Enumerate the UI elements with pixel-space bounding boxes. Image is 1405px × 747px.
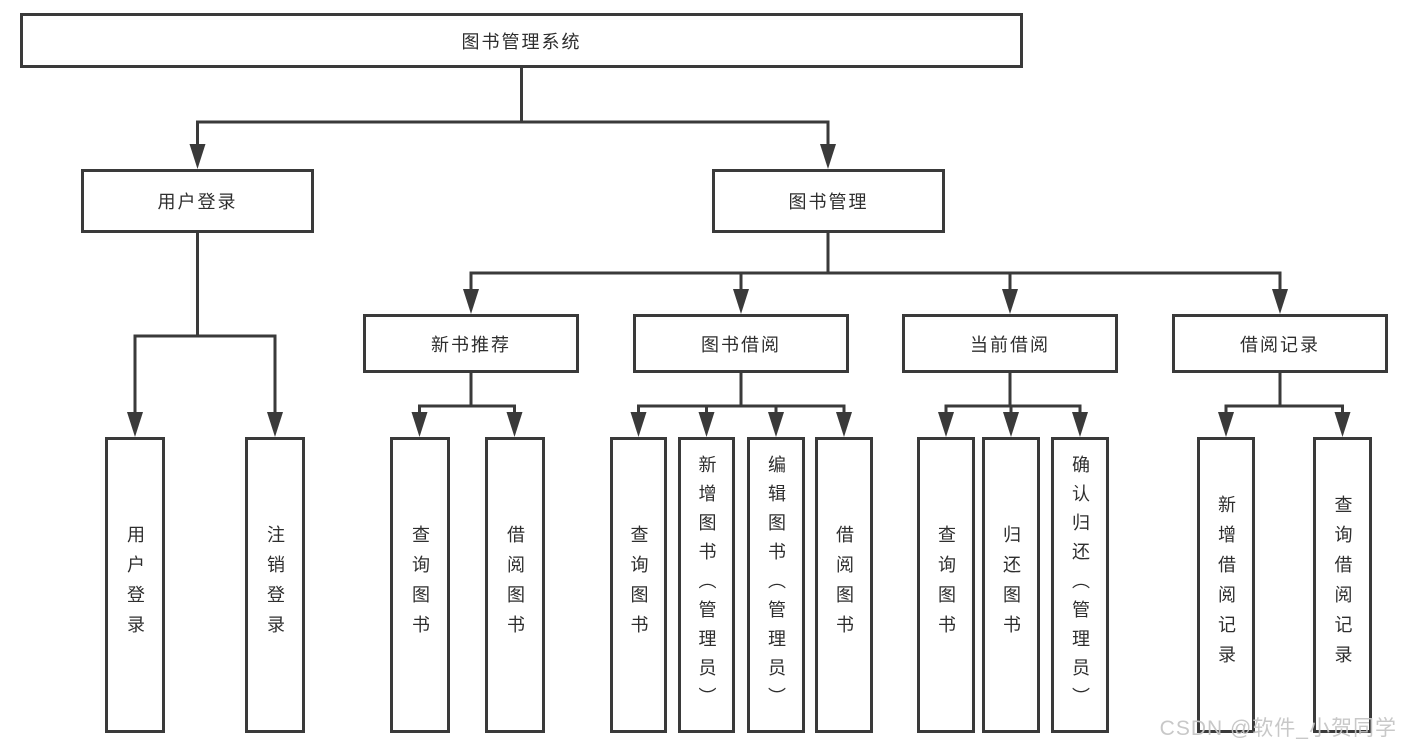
connector-arrowheads <box>127 144 1351 437</box>
node-new-book-recommend: 新书推荐 <box>363 314 579 373</box>
csdn-watermark: CSDN @软件_小贺同学 <box>1159 717 1397 740</box>
leaf-query-books-borrowing: 查询图书 <box>610 437 667 733</box>
node-root: 图书管理系统 <box>20 13 1023 68</box>
leaf-return-books: 归还图书 <box>982 437 1040 733</box>
node-user-login: 用户登录 <box>81 169 314 233</box>
node-current-borrowing: 当前借阅 <box>902 314 1118 373</box>
leaf-confirm-return-admin: 确认归还（管理员） <box>1051 437 1109 733</box>
node-book-management: 图书管理 <box>712 169 945 233</box>
leaf-add-borrow-record: 新增借阅记录 <box>1197 437 1255 733</box>
node-borrowing-records: 借阅记录 <box>1172 314 1388 373</box>
leaf-logout: 注销登录 <box>245 437 305 733</box>
leaf-edit-book-admin: 编辑图书（管理员） <box>747 437 805 733</box>
node-book-borrowing: 图书借阅 <box>633 314 849 373</box>
leaf-user-login: 用户登录 <box>105 437 165 733</box>
leaf-borrow-books-recommend: 借阅图书 <box>485 437 545 733</box>
leaf-query-borrow-record: 查询借阅记录 <box>1313 437 1372 733</box>
leaf-query-books-current: 查询图书 <box>917 437 975 733</box>
leaf-add-book-admin: 新增图书（管理员） <box>678 437 735 733</box>
leaf-query-books-recommend: 查询图书 <box>390 437 450 733</box>
leaf-borrow-books-borrowing: 借阅图书 <box>815 437 873 733</box>
